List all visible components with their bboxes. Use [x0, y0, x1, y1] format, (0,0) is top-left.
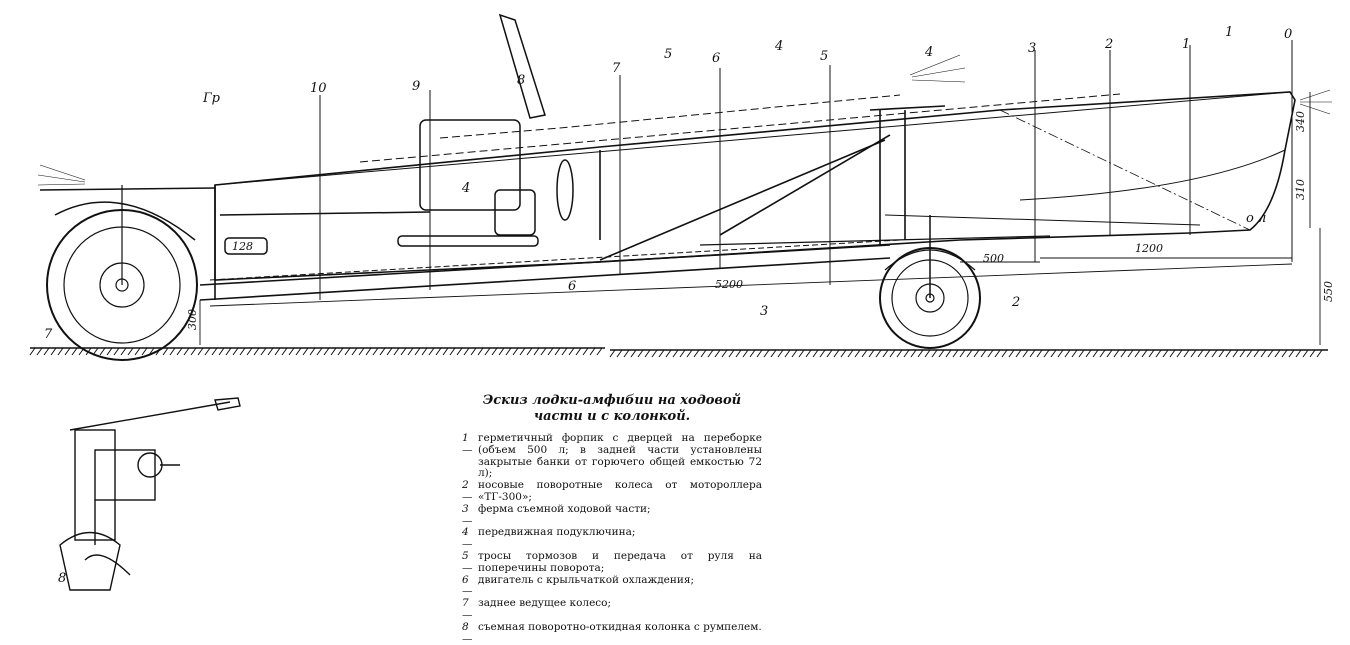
- station-lines: [319, 40, 1293, 300]
- parts-legend: 1 — герметичный форпик с дверцей на переб…: [462, 432, 762, 645]
- label-8b: 8: [58, 571, 66, 586]
- label-4a: 4: [774, 39, 783, 54]
- legend-item-number: 5 —: [462, 549, 473, 574]
- boat-hull: [214, 91, 1296, 300]
- label-2a: 2: [1104, 37, 1113, 52]
- label-7a: 7: [612, 61, 621, 76]
- engine-block: [219, 13, 574, 255]
- legend-item: 8 — съемная поворотно-откидная колонка с …: [462, 620, 762, 645]
- drawing-caption: Эскиз лодки-амфибии на ходовой части и с…: [482, 393, 742, 424]
- label-5a: 5: [664, 47, 672, 62]
- front-wheel: [879, 215, 981, 349]
- label-6a: 6: [712, 51, 720, 66]
- label-8a: 8: [517, 73, 525, 88]
- chassis-frame: [199, 105, 1051, 301]
- legend-item: 4 — передвижная подуключина;: [462, 527, 762, 551]
- label-1b: 1: [1182, 37, 1190, 52]
- legend-item-text: двигатель с крыльчаткой охлаждения;: [478, 573, 695, 586]
- legend-item-number: 1 —: [462, 432, 473, 456]
- legend-item-text: тросы тормозов и передача от руля на поп…: [478, 549, 762, 574]
- dim-340: 340: [1294, 111, 1307, 132]
- legend-item-number: 3 —: [462, 502, 473, 527]
- dim-550: 550: [1322, 281, 1335, 302]
- legend-item-text: передвижная подуключина;: [478, 526, 636, 539]
- label-3a: 3: [1028, 41, 1036, 56]
- label-1a: 1: [1225, 25, 1233, 40]
- label-3b: 3: [760, 304, 768, 319]
- rear-wheel: [39, 185, 216, 361]
- legend-item-text: герметичный форпик с дверцей на переборк…: [478, 432, 762, 480]
- label-5b: 5: [820, 49, 828, 64]
- label-4c: 4: [461, 181, 470, 196]
- legend-item-number: 8 —: [462, 620, 473, 645]
- steering-column-detail: [59, 397, 241, 591]
- legend-item-number: 6 —: [462, 573, 473, 598]
- legend-item-text: заднее ведущее колесо;: [478, 597, 612, 610]
- label-10: 10: [310, 81, 327, 96]
- label-2b: 2: [1011, 295, 1020, 310]
- legend-item-text: носовые поворотные колеса от мотороллера…: [478, 479, 762, 503]
- dim-128: 128: [232, 240, 253, 253]
- label-gr: Гр: [202, 91, 221, 106]
- legend-item-number: 4 —: [462, 526, 473, 551]
- amphibian-boat-drawing: 1 1 2 2 3 3 4 4 4 5 5 6 6 7 7 8 8 9 10 0…: [29, 13, 1335, 591]
- label-0: 0: [1284, 27, 1292, 42]
- ground-left: [30, 347, 1328, 351]
- legend-item-text: съемная поворотно-откидная колонка с рум…: [478, 620, 762, 633]
- dim-500: 500: [983, 252, 1004, 265]
- legend-item-number: 2 —: [462, 479, 473, 503]
- legend-item-text: ферма съемной ходовой части;: [478, 502, 651, 515]
- dim-5200: 5200: [715, 278, 743, 291]
- label-ol: о л: [1246, 211, 1266, 226]
- legend-item: 7 — заднее ведущее колесо;: [462, 597, 762, 622]
- legend-item-number: 7 —: [462, 597, 473, 621]
- legend-item: 3 — ферма съемной ходовой части;: [462, 502, 762, 528]
- label-9: 9: [412, 79, 420, 94]
- dim-310: 310: [1294, 179, 1307, 200]
- light-rays: [37, 54, 1332, 186]
- ground-hatching: [29, 347, 1323, 358]
- legend-item: 6 — двигатель с крыльчаткой охлаждения;: [462, 573, 762, 599]
- legend-item: 5 — тросы тормозов и передача от руля на …: [462, 549, 762, 575]
- dimension-lines: [199, 92, 1321, 345]
- legend-item: 1 — герметичный форпик с дверцей на переб…: [462, 432, 762, 480]
- dim-1200: 1200: [1135, 242, 1163, 255]
- dim-300: 300: [186, 309, 199, 330]
- legend-item: 2 — носовые поворотные колеса от моторолл…: [462, 479, 762, 504]
- label-7b: 7: [44, 327, 53, 342]
- label-4b: 4: [924, 45, 933, 60]
- label-6b: 6: [568, 279, 576, 294]
